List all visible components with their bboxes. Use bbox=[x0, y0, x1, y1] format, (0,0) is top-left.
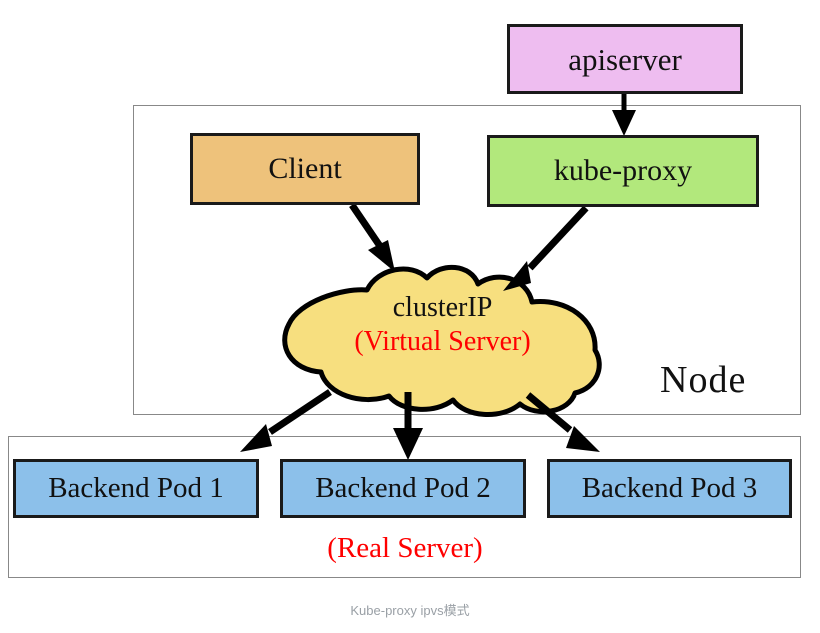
client-node[interactable]: Client bbox=[190, 133, 420, 205]
real-server-label: (Real Server) bbox=[327, 532, 483, 564]
backend-pod-2-label: Backend Pod 2 bbox=[315, 472, 491, 504]
kube-proxy-label: kube-proxy bbox=[553, 154, 693, 187]
apiserver-label: apiserver bbox=[568, 41, 682, 77]
node-container bbox=[133, 105, 801, 415]
backend-pod-2[interactable]: Backend Pod 2 bbox=[280, 459, 526, 518]
backend-pod-3[interactable]: Backend Pod 3 bbox=[547, 459, 792, 518]
cluster-ip-cloud-shape bbox=[282, 264, 602, 417]
backend-pod-1-label: Backend Pod 1 bbox=[48, 472, 224, 504]
backend-pod-1[interactable]: Backend Pod 1 bbox=[13, 459, 259, 518]
apiserver-node[interactable]: apiserver bbox=[507, 24, 743, 94]
client-label: Client bbox=[268, 152, 342, 185]
node-container-label: Node bbox=[660, 359, 747, 401]
backend-pod-3-label: Backend Pod 3 bbox=[581, 472, 758, 504]
kube-proxy-node[interactable]: kube-proxy bbox=[487, 135, 759, 207]
figure-caption: Kube-proxy ipvs模式 bbox=[350, 603, 470, 618]
